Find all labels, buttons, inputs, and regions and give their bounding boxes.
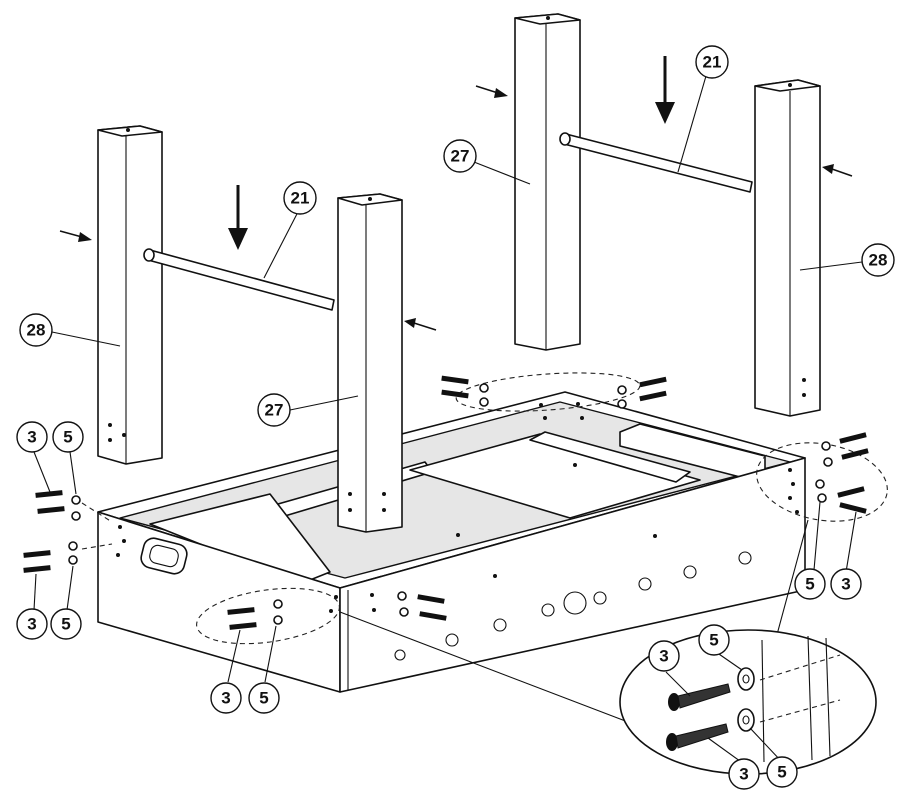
svg-text:3: 3	[841, 575, 850, 594]
arrow-inward-leg-28-back	[822, 164, 853, 177]
leg-27-front	[337, 193, 403, 533]
callout-21-left: 21	[283, 181, 317, 215]
callout-3-right: 3	[830, 568, 862, 600]
svg-text:27: 27	[265, 401, 284, 420]
callout-27-back: 27	[443, 139, 477, 173]
table-cabinet	[97, 391, 806, 693]
svg-text:27: 27	[451, 147, 470, 166]
callout-27-front: 27	[257, 393, 291, 427]
svg-text:5: 5	[61, 615, 70, 634]
detail-screw-top	[668, 683, 731, 711]
inner-brace-2	[409, 433, 701, 519]
leg-27-back	[514, 13, 581, 351]
arrow-down-left	[228, 185, 248, 250]
fasteners-front	[196, 587, 447, 645]
rod-holes	[394, 463, 752, 661]
detail-washer-top	[737, 667, 755, 691]
svg-text:5: 5	[259, 689, 268, 708]
svg-text:21: 21	[703, 53, 722, 72]
svg-text:3: 3	[221, 689, 230, 708]
leg-28-back	[754, 79, 821, 417]
callout-5-front: 5	[248, 682, 280, 714]
detail-washer-bottom	[737, 708, 755, 732]
callout-5-detail-bottom: 5	[766, 756, 798, 788]
detail-screw-bottom	[666, 723, 729, 751]
callout-5-detail-top: 5	[698, 624, 730, 656]
svg-text:5: 5	[63, 428, 72, 447]
rod-21-left	[143, 248, 335, 311]
rod-21-right	[559, 132, 753, 193]
svg-text:3: 3	[27, 428, 36, 447]
callout-5-left-bottom: 5	[50, 608, 82, 640]
callout-3-detail-top: 3	[648, 640, 680, 672]
callout-3-left-bottom: 3	[16, 608, 48, 640]
svg-text:21: 21	[291, 189, 310, 208]
callout-28-front-left: 28	[19, 313, 53, 347]
svg-text:3: 3	[27, 615, 36, 634]
fasteners-right	[756, 432, 888, 522]
callout-3-front: 3	[210, 682, 242, 714]
svg-text:28: 28	[869, 251, 888, 270]
callout-5-left-top: 5	[52, 421, 84, 453]
arrow-inward-leg-28-left	[59, 230, 92, 242]
svg-text:3: 3	[659, 647, 668, 666]
inner-brace-3	[529, 431, 691, 483]
svg-text:5: 5	[805, 575, 814, 594]
callout-3-detail-bottom: 3	[728, 758, 760, 790]
leg-28-front-left	[97, 125, 163, 465]
fasteners-back	[441, 372, 667, 412]
fastener-detail-bubble	[339, 519, 877, 775]
corner-holes	[116, 402, 799, 613]
callout-5-right: 5	[794, 568, 826, 600]
arrow-inward-leg-27-back	[475, 85, 508, 98]
callout-28-back: 28	[861, 243, 895, 277]
callout-3-left-top: 3	[16, 421, 48, 453]
svg-text:28: 28	[27, 321, 46, 340]
fasteners-left	[23, 490, 113, 573]
svg-text:5: 5	[777, 763, 786, 782]
arrow-inward-leg-27-front	[404, 318, 437, 331]
svg-text:5: 5	[709, 631, 718, 650]
svg-text:3: 3	[739, 765, 748, 784]
callout-21-right: 21	[695, 45, 729, 79]
arrow-down-right	[655, 56, 675, 124]
